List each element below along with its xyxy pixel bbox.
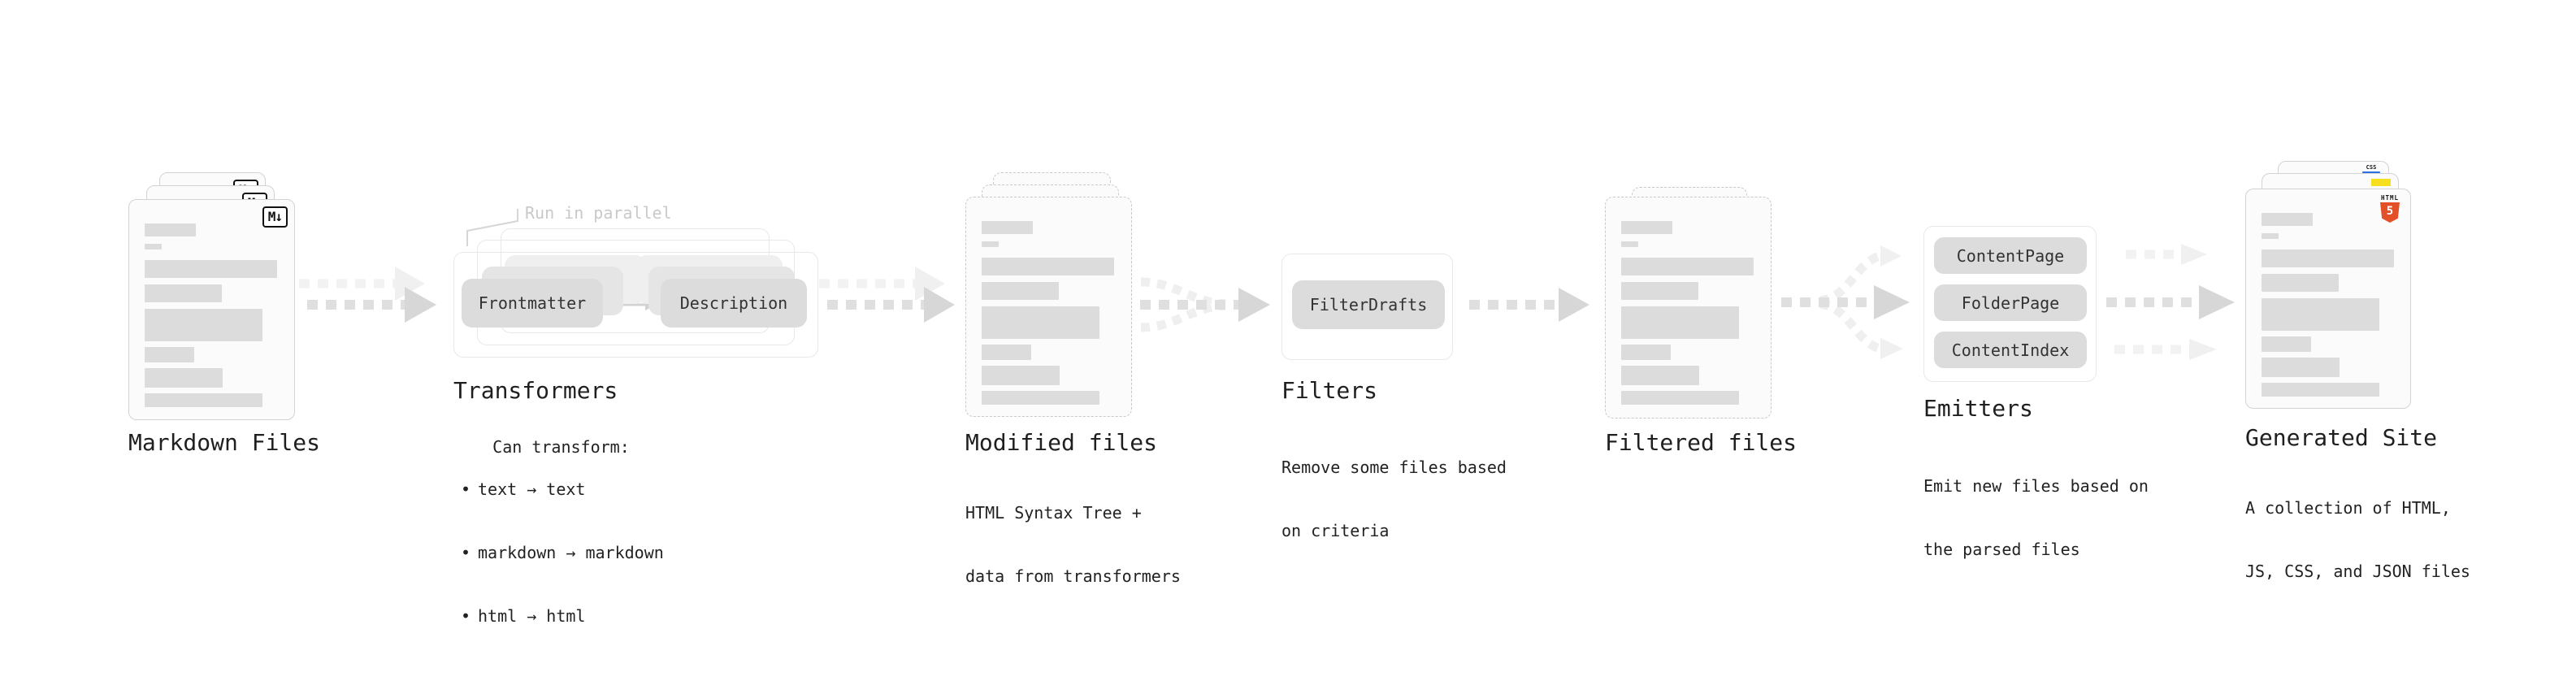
arrow-filters-to-filtered — [1469, 288, 1589, 322]
generated-site-description: A collection of HTML, JS, CSS, and JSON … — [2245, 498, 2470, 581]
filters-description: Remove some files based on criteria — [1281, 458, 1507, 540]
emitters-description: Emit new files based on the parsed files — [1923, 476, 2149, 559]
html5-icon: HTML 5 — [2379, 194, 2400, 223]
folderpage-pill: FolderPage — [1934, 284, 2087, 321]
transformers-frame-front — [453, 252, 818, 358]
arrows-emitters-to-generated — [2106, 244, 2235, 360]
arrow-markdown-to-transformers — [299, 267, 436, 323]
filtered-files-title: Filtered files — [1605, 429, 1798, 456]
doc-placeholder-bars — [145, 223, 277, 407]
transformers-title: Transformers — [453, 377, 618, 404]
markdown-files-title: Markdown Files — [128, 429, 321, 456]
modified-files-description: HTML Syntax Tree + data from transformer… — [965, 503, 1181, 586]
emitters-title: Emitters — [1923, 395, 2033, 422]
doc-placeholder-bars — [1621, 221, 1754, 405]
filters-frame — [1281, 254, 1453, 360]
arrow-modified-to-filters-merge — [1140, 277, 1270, 332]
frontmatter-pill: Frontmatter — [462, 279, 603, 327]
filtered-doc-front — [1605, 197, 1772, 419]
description-pill: Description — [661, 279, 807, 327]
doc-placeholder-bars — [2262, 213, 2394, 397]
arrow-filtered-to-emitters-split — [1781, 245, 1910, 359]
filterdrafts-pill: FilterDrafts — [1292, 280, 1445, 329]
transformers-bullet: •text → text — [460, 479, 586, 499]
run-in-parallel-label: Run in parallel — [525, 203, 672, 223]
transformers-desc-heading: Can transform: — [492, 437, 630, 457]
run-in-parallel-bracket — [466, 209, 518, 246]
js-icon — [2371, 179, 2391, 186]
arrow-transformers-to-modified — [819, 267, 955, 323]
css-icon: CSS — [2362, 165, 2380, 174]
generated-doc-html: HTML 5 — [2245, 189, 2411, 409]
transformers-description: Can transform: •text → text •markdown → … — [453, 415, 664, 669]
modified-doc-front — [965, 197, 1132, 417]
doc-placeholder-bars — [982, 221, 1114, 405]
markdown-doc-front: M↓ — [128, 199, 295, 420]
transformers-bullet: •html → html — [460, 606, 586, 626]
markdown-icon: M↓ — [262, 206, 288, 228]
modified-files-title: Modified files — [965, 429, 1158, 456]
contentindex-pill: ContentIndex — [1934, 332, 2087, 368]
generated-site-title: Generated Site — [2245, 424, 2438, 451]
filters-title: Filters — [1281, 377, 1378, 404]
contentpage-pill: ContentPage — [1934, 237, 2087, 274]
emitters-frame — [1923, 226, 2097, 382]
transformers-bullet: •markdown → markdown — [460, 543, 664, 562]
